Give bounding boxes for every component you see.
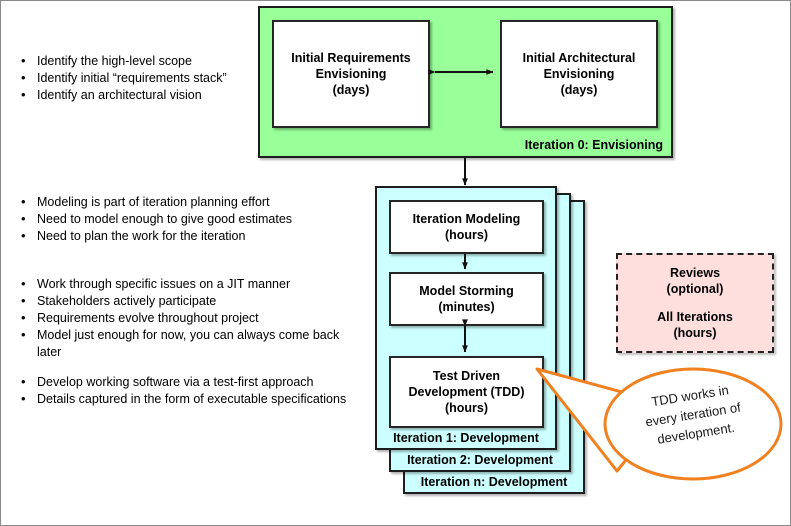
reviews-line-2: (optional) xyxy=(666,282,724,296)
box-subtitle: Envisioning xyxy=(543,67,615,81)
reviews-line-1: Reviews xyxy=(669,266,721,280)
notes-tdd: Develop working software via a test-firs… xyxy=(19,373,346,408)
list-item: Requirements evolve throughout project xyxy=(19,309,349,327)
box-subtitle: Development (TDD) xyxy=(408,385,525,399)
list-item: Identify initial “requirements stack” xyxy=(19,69,227,87)
envisioning-label: Iteration 0: Envisioning xyxy=(524,138,663,152)
box-initial-architectural-envisioning[interactable]: Initial Architectural Envisioning (days) xyxy=(500,20,658,128)
list-item: Need to model enough to give good estima… xyxy=(19,210,292,228)
list-item: Identify an architectural vision xyxy=(19,86,227,104)
box-title: Initial Architectural xyxy=(522,51,636,65)
iteration-layer-label: Iteration 1: Development xyxy=(393,431,539,445)
notes-envisioning: Identify the high-level scope Identify i… xyxy=(19,52,227,104)
callout-text: TDD works in every iteration of developm… xyxy=(610,374,777,455)
box-duration: (hours) xyxy=(444,228,489,242)
iteration-layer-1[interactable]: Iteration Modeling (hours) Model Stormin… xyxy=(375,186,557,450)
list-item: Stakeholders actively participate xyxy=(19,292,349,310)
box-subtitle: Envisioning xyxy=(315,67,387,81)
envisioning-container: Initial Requirements Envisioning (days) … xyxy=(258,6,673,158)
reviews-line-4: (hours) xyxy=(673,326,717,340)
list-item: Model just enough for now, you can alway… xyxy=(19,326,349,361)
box-duration: (hours) xyxy=(444,401,489,415)
box-initial-requirements-envisioning[interactable]: Initial Requirements Envisioning (days) xyxy=(272,20,430,128)
box-duration: (days) xyxy=(560,83,598,97)
list-item: Details captured in the form of executab… xyxy=(19,390,346,408)
box-title: Iteration Modeling xyxy=(412,212,521,226)
notes-iteration-modeling: Modeling is part of iteration planning e… xyxy=(19,193,292,245)
box-model-storming[interactable]: Model Storming (minutes) xyxy=(389,272,544,326)
reviews-box[interactable]: Reviews (optional) All Iterations (hours… xyxy=(616,253,774,353)
notes-model-storming: Work through specific issues on a JIT ma… xyxy=(19,275,349,361)
list-item: Modeling is part of iteration planning e… xyxy=(19,193,292,211)
list-item: Work through specific issues on a JIT ma… xyxy=(19,275,349,293)
box-title: Test Driven xyxy=(432,369,501,383)
iteration-layer-label: Iteration 2: Development xyxy=(407,453,553,467)
box-iteration-modeling[interactable]: Iteration Modeling (hours) xyxy=(389,200,544,254)
reviews-line-3: All Iterations xyxy=(657,310,733,324)
box-test-driven-development[interactable]: Test Driven Development (TDD) (hours) xyxy=(389,356,544,428)
list-item: Need to plan the work for the iteration xyxy=(19,227,292,245)
iteration-layer-label: Iteration n: Development xyxy=(420,475,568,489)
list-item: Identify the high-level scope xyxy=(19,52,227,70)
box-duration: (days) xyxy=(332,83,370,97)
box-title: Initial Requirements xyxy=(291,51,411,65)
box-duration: (minutes) xyxy=(438,300,495,314)
list-item: Develop working software via a test-firs… xyxy=(19,373,346,391)
box-title: Model Storming xyxy=(419,284,514,298)
